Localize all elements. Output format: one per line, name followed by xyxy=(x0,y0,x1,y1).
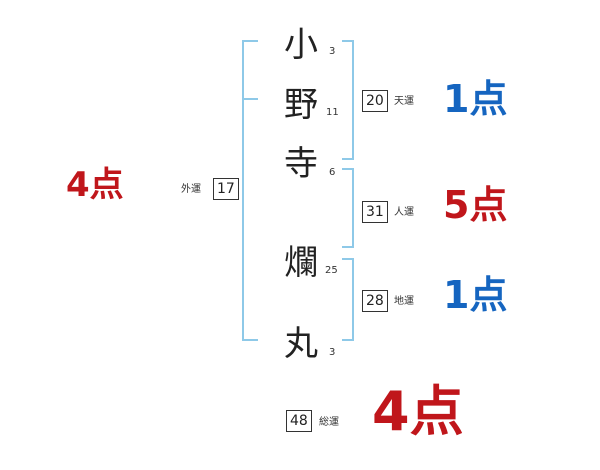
name-char-2-strokes: 11 xyxy=(326,107,339,118)
name-char-1-strokes: 3 xyxy=(329,46,336,57)
jinkaku-value-box: 31 xyxy=(362,201,388,223)
name-char-3-strokes: 6 xyxy=(329,167,336,178)
chikaku-bracket-vertical xyxy=(352,258,354,341)
left-bracket-mid-tick xyxy=(242,98,258,100)
jinkaku-label: 人運 xyxy=(394,207,414,218)
name-char-1: 小 xyxy=(284,25,318,65)
left-bracket-vertical xyxy=(242,40,244,341)
jinkaku-bracket-bottom-tick xyxy=(342,246,354,248)
tenkaku-bracket-vertical xyxy=(352,40,354,160)
name-char-3: 寺 xyxy=(284,144,318,184)
left-bracket-bottom-tick xyxy=(242,339,258,341)
name-char-5-strokes: 3 xyxy=(329,347,336,358)
gaikaku-label: 外運 xyxy=(181,184,201,195)
soukaku-label: 総運 xyxy=(319,417,339,428)
name-char-2: 野 xyxy=(284,85,318,125)
name-char-5: 丸 xyxy=(284,324,318,364)
left-bracket-top-tick xyxy=(242,40,258,42)
tenkaku-label: 天運 xyxy=(394,96,414,107)
tenkaku-value-box: 20 xyxy=(362,90,388,112)
tenkaku-points: 1点 xyxy=(443,77,508,121)
soukaku-points: 4点 xyxy=(372,380,464,443)
jinkaku-bracket-vertical xyxy=(352,168,354,248)
tenkaku-bracket-top-tick xyxy=(342,40,354,42)
chikaku-label: 地運 xyxy=(394,296,414,307)
jinkaku-bracket-top-tick xyxy=(342,168,354,170)
chikaku-points: 1点 xyxy=(443,273,508,317)
chikaku-value-box: 28 xyxy=(362,290,388,312)
gaikaku-value-box: 17 xyxy=(213,178,239,200)
chikaku-bracket-bottom-tick xyxy=(342,339,354,341)
chikaku-bracket-top-tick xyxy=(342,258,354,260)
jinkaku-points: 5点 xyxy=(443,183,508,227)
tenkaku-bracket-bottom-tick xyxy=(342,158,354,160)
name-char-4: 爛 xyxy=(284,243,318,283)
gaikaku-points: 4点 xyxy=(66,165,124,205)
name-char-4-strokes: 25 xyxy=(325,265,338,276)
soukaku-value-box: 48 xyxy=(286,410,312,432)
